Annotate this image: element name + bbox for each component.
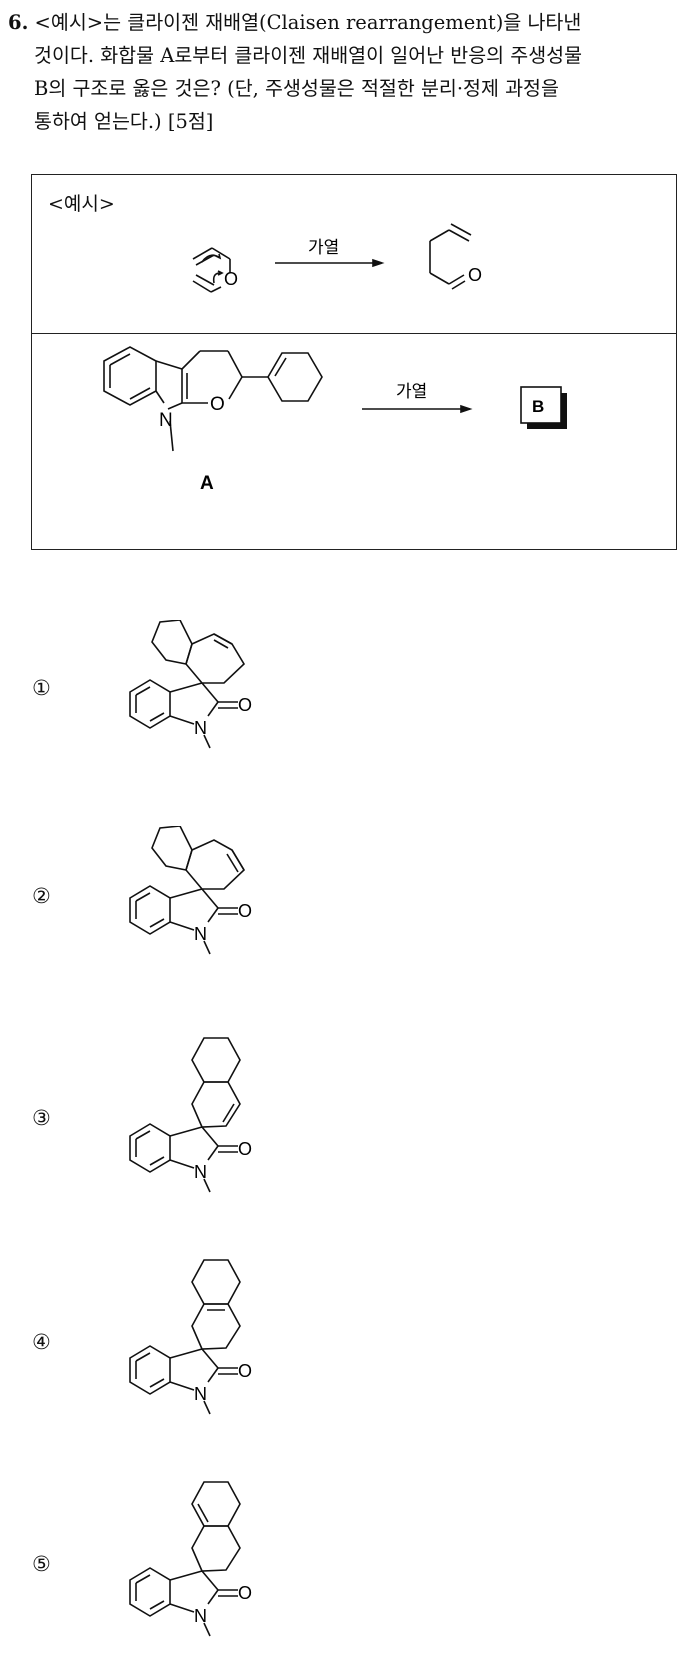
compound-a-nitrogen-label: N bbox=[159, 410, 173, 431]
choice-4-number[interactable]: ④ bbox=[32, 1330, 51, 1354]
example-oxygen-label: O bbox=[224, 269, 238, 289]
choice-1-nitrogen-label: N bbox=[194, 718, 207, 738]
choice-5-structure[interactable]: O N bbox=[110, 1478, 310, 1648]
question-line-1: 6. <예시>는 클라이젠 재배열(Claisen rearrangement)… bbox=[8, 11, 582, 34]
compound-a-label: A bbox=[200, 473, 214, 494]
choice-2-structure[interactable]: O N bbox=[110, 826, 310, 986]
choice-1-oxygen-label: O bbox=[238, 695, 252, 715]
choice-1-structure[interactable]: O N bbox=[110, 620, 310, 780]
choice-4-oxygen-label: O bbox=[238, 1361, 252, 1381]
product-b-label: B bbox=[532, 397, 544, 416]
example-label: <예시> bbox=[48, 193, 115, 215]
choice-3-structure[interactable]: O N bbox=[110, 1034, 310, 1204]
heat-label-reaction: 가열 bbox=[396, 382, 427, 401]
choice-4-nitrogen-label: N bbox=[194, 1384, 207, 1404]
choice-5-nitrogen-label: N bbox=[194, 1606, 207, 1626]
choice-3-nitrogen-label: N bbox=[194, 1162, 207, 1182]
compound-a-reaction-diagram: N O 가열 A B bbox=[103, 346, 567, 494]
question-text: 6. <예시>는 클라이젠 재배열(Claisen rearrangement)… bbox=[8, 6, 680, 138]
example-product-oxygen-label: O bbox=[468, 265, 482, 285]
choice-4-structure[interactable]: O N bbox=[110, 1256, 310, 1426]
example-reaction-diagram: O O 가열 bbox=[192, 223, 482, 293]
choice-2-oxygen-label: O bbox=[238, 901, 252, 921]
question-line-3: B의 구조로 옳은 것은? (단, 주생성물은 적절한 분리·정제 과정을 bbox=[34, 77, 559, 100]
box-divider bbox=[32, 333, 676, 334]
question-line-2: 것이다. 화합물 A로부터 클라이젠 재배열이 일어난 반응의 주생성물 bbox=[34, 44, 583, 67]
question-number: 6. bbox=[8, 11, 29, 34]
heat-label-example: 가열 bbox=[308, 238, 339, 257]
choice-3-oxygen-label: O bbox=[238, 1139, 252, 1159]
choice-2-nitrogen-label: N bbox=[194, 924, 207, 944]
choice-3-number[interactable]: ③ bbox=[32, 1106, 51, 1130]
choice-5-oxygen-label: O bbox=[238, 1583, 252, 1603]
reaction-box: <예시> O bbox=[31, 174, 677, 550]
compound-a-oxygen-label: O bbox=[210, 394, 225, 415]
choice-5-number[interactable]: ⑤ bbox=[32, 1552, 51, 1576]
question-line-4: 통하여 얻는다.) [5점] bbox=[34, 110, 214, 133]
choice-2-number[interactable]: ② bbox=[32, 884, 51, 908]
choice-1-number[interactable]: ① bbox=[32, 676, 51, 700]
